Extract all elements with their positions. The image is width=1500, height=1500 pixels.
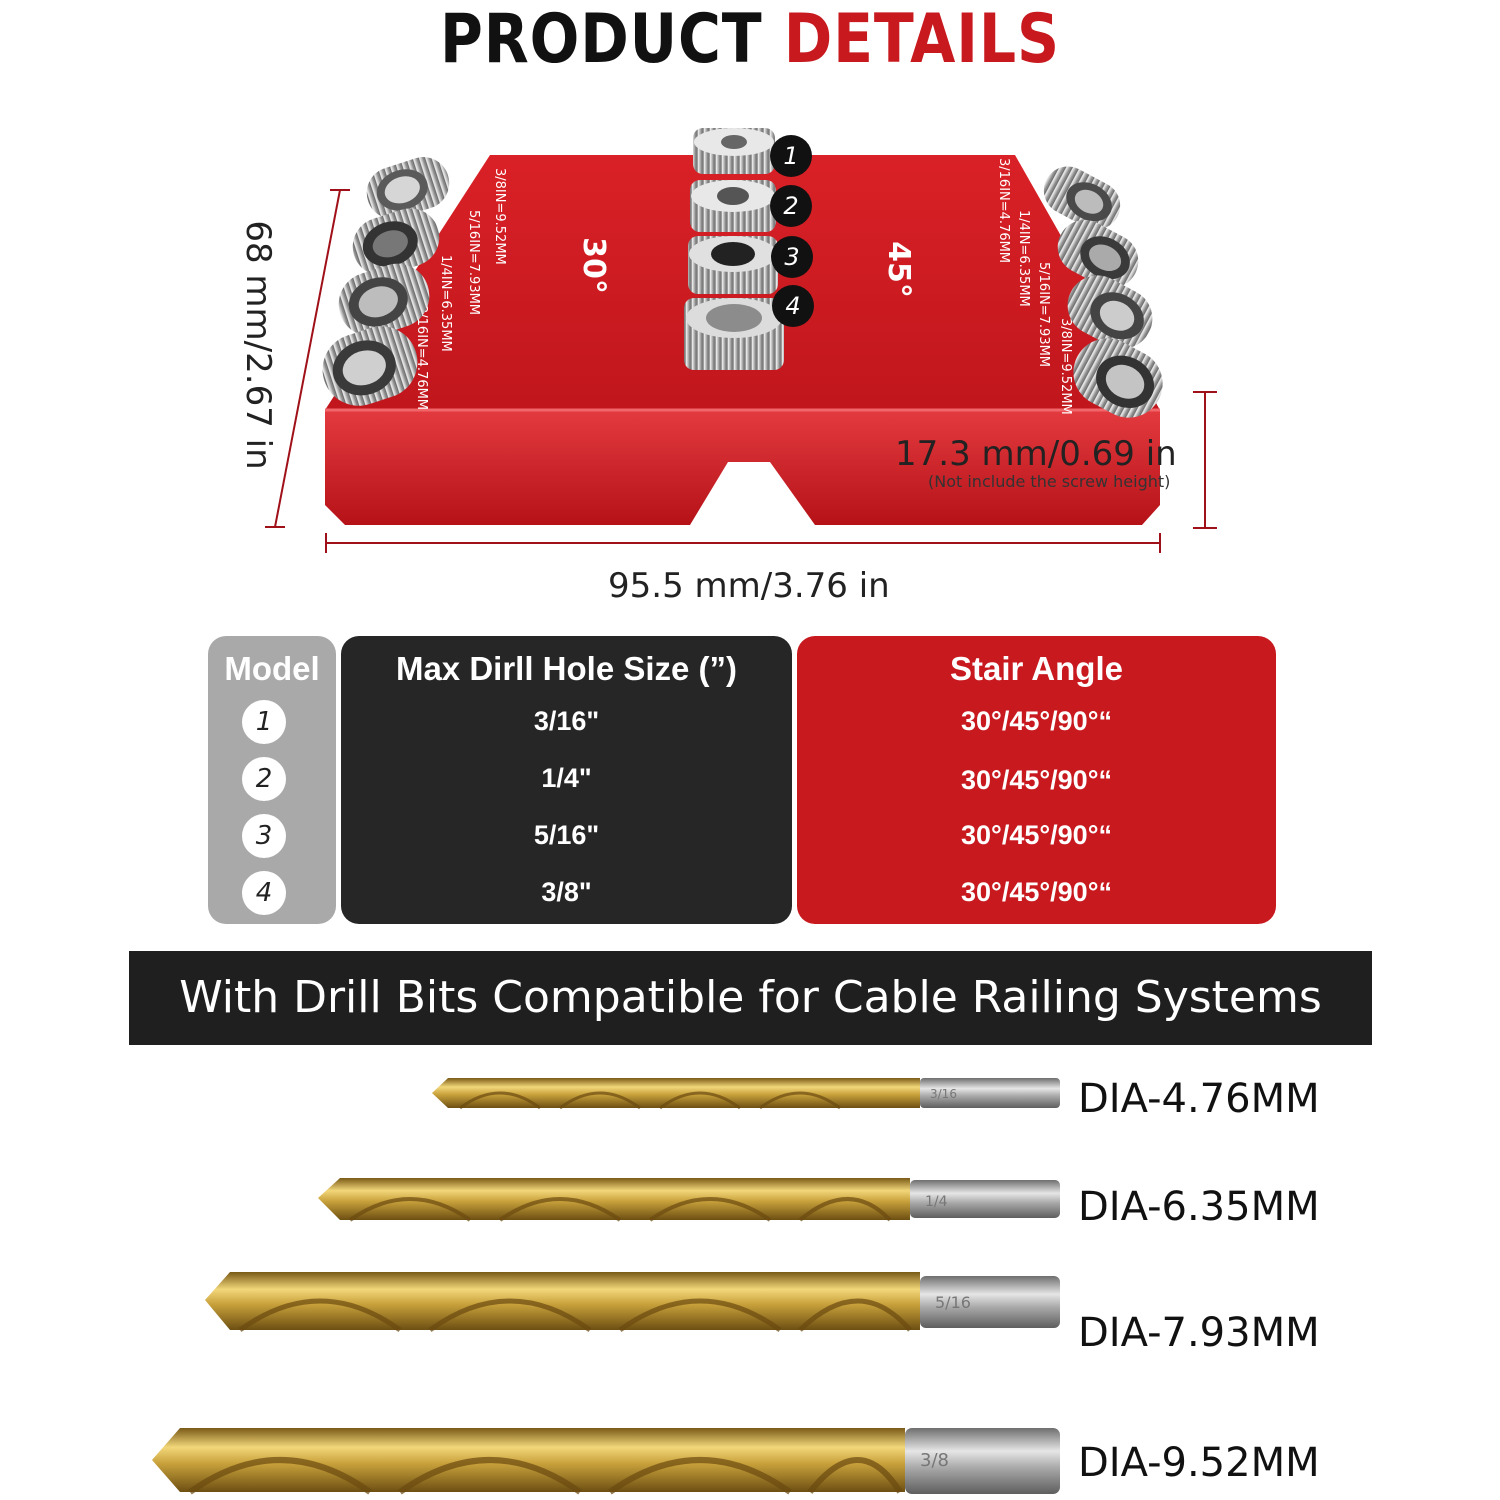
angle-cell-1: 30°/45°/90°“ [961, 706, 1112, 736]
drill-bits-section: 3/16 1/4 5/16 [0, 1060, 1500, 1500]
model-number-3: 3 [242, 814, 286, 858]
svg-text:1/4IN=6.35MM: 1/4IN=6.35MM [438, 255, 453, 352]
svg-text:3/8IN=9.52MM: 3/8IN=9.52MM [1058, 318, 1073, 415]
size-cell-4: 3/8" [541, 877, 592, 907]
svg-text:3/16IN=4.76MM: 3/16IN=4.76MM [996, 158, 1011, 263]
svg-text:3/16IN=4.76MM: 3/16IN=4.76MM [414, 305, 429, 410]
bit-3-label: DIA-7.93MM [1078, 1310, 1320, 1356]
guide-badge-2: 2 [770, 185, 812, 227]
drill-bit-3: 5/16 [205, 1272, 1060, 1333]
svg-text:5/16IN=7.93MM: 5/16IN=7.93MM [466, 210, 481, 315]
compatibility-banner: With Drill Bits Compatible for Cable Rai… [129, 951, 1372, 1045]
bit-1-marking: 3/16 [930, 1087, 957, 1101]
drill-bit-2: 1/4 [318, 1178, 1060, 1222]
angle-label-45: 45° [880, 241, 916, 298]
table-column-angle: Stair Angle 30°/45°/90°“ 30°/45°/90°“ 30… [797, 636, 1276, 924]
dimension-thickness-note: (Not include the screw height) [928, 472, 1171, 491]
title-word-details: DETAILS [783, 0, 1060, 79]
svg-text:1/4IN=6.35MM: 1/4IN=6.35MM [1016, 210, 1031, 307]
angle-cell-3: 30°/45°/90°“ [961, 820, 1112, 850]
header-model: Model [224, 650, 320, 687]
model-number-1: 1 [242, 700, 286, 744]
bit-3-marking: 5/16 [935, 1293, 971, 1312]
page-title: PRODUCT DETAILS [105, 0, 1395, 80]
table-column-size: Max Dirll Hole Size (”) 3/16" 1/4" 5/16"… [341, 636, 792, 924]
dimension-thickness: 17.3 mm/0.69 in [895, 434, 1177, 474]
right-engraving: 3/16IN=4.76MM 1/4IN=6.35MM 5/16IN=7.93MM… [996, 158, 1073, 415]
product-illustration: 3/8IN=9.52MM 5/16IN=7.93MM 1/4IN=6.35MM … [0, 0, 1500, 620]
drill-bits-drawing: 3/16 1/4 5/16 [152, 1078, 1060, 1495]
drill-bit-1: 3/16 [432, 1078, 1060, 1110]
jig-drawing: 3/8IN=9.52MM 5/16IN=7.93MM 1/4IN=6.35MM … [265, 128, 1217, 553]
bit-4-marking: 3/8 [920, 1450, 949, 1471]
angle-cell-4: 30°/45°/90°“ [961, 877, 1112, 907]
header-size: Max Dirll Hole Size (”) [395, 650, 738, 687]
svg-text:5/16IN=7.93MM: 5/16IN=7.93MM [1036, 262, 1051, 367]
jig-front-face [325, 410, 1160, 525]
guide-badge-4: 4 [772, 285, 814, 327]
size-cell-2: 1/4" [541, 763, 592, 793]
drill-bit-4: 3/8 [152, 1428, 1060, 1495]
bit-2-label: DIA-6.35MM [1078, 1184, 1320, 1230]
dimension-height: 68 mm/2.67 in [238, 220, 278, 470]
dimension-width: 95.5 mm/3.76 in [608, 566, 890, 606]
angle-label-30: 30° [575, 237, 611, 294]
bit-4-label: DIA-9.52MM [1078, 1440, 1320, 1486]
left-engraving: 3/8IN=9.52MM 5/16IN=7.93MM 1/4IN=6.35MM … [414, 168, 507, 410]
guide-badge-3: 3 [771, 236, 813, 278]
center-guides [684, 128, 784, 370]
size-cell-1: 3/16" [533, 706, 600, 736]
angle-cell-2: 30°/45°/90°“ [961, 765, 1112, 795]
svg-text:3/8IN=9.52MM: 3/8IN=9.52MM [492, 168, 507, 265]
model-number-2: 2 [242, 757, 286, 801]
left-guides [322, 157, 450, 406]
bit-1-label: DIA-4.76MM [1078, 1076, 1320, 1122]
model-number-4: 4 [242, 871, 286, 915]
dimension-lines [265, 189, 1217, 553]
header-angle: Stair Angle [950, 650, 1123, 687]
size-cell-3: 5/16" [533, 820, 600, 850]
title-word-product: PRODUCT [440, 0, 763, 79]
guide-badge-1: 1 [770, 135, 812, 177]
right-guides [1043, 166, 1163, 418]
bit-2-marking: 1/4 [925, 1194, 948, 1210]
